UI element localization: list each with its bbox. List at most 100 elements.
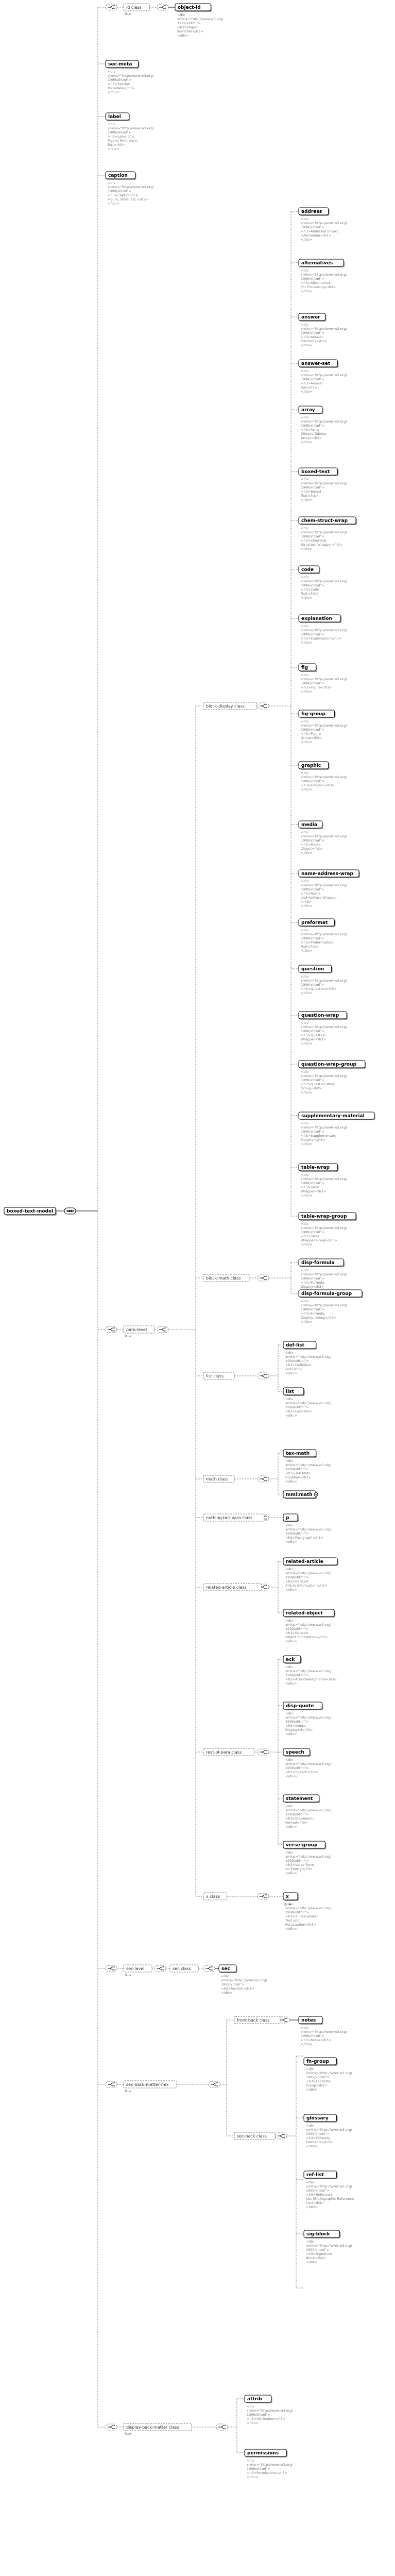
element-answer-set[interactable]: answer-set<divxmlns="http://www.w3.org/1… (298, 359, 347, 394)
element-tex-math[interactable]: tex-math<divxmlns="http://www.w3.org/199… (283, 1449, 332, 1484)
group-front-back-class[interactable]: front-back class (234, 2016, 281, 2024)
group-name: math class (206, 1477, 228, 1481)
element-related-article[interactable]: related-article<divxmlns="http://www.w3.… (283, 1557, 339, 1592)
group-block-display-class[interactable]: block-display class (203, 702, 257, 710)
element-documentation-line: xmlns="http://www.w3.org/ (221, 1978, 267, 1982)
element-alternatives[interactable]: alternatives<divxmlns="http://www.w3.org… (298, 259, 347, 293)
element-fn-group[interactable]: fn-group<divxmlns="http://www.w3.org/199… (303, 2057, 352, 2092)
element-x[interactable]: x<divxmlns="http://www.w3.org/1999/xhtml… (283, 1892, 332, 1931)
element-documentation-line: xmlns="http://www.w3.org/ (285, 1463, 332, 1467)
element-name: boxed-text (301, 469, 330, 475)
element-question-wrap[interactable]: question-wrap<divxmlns="http://www.w3.or… (298, 1011, 348, 1046)
element-documentation-line: </div> (301, 289, 313, 293)
element-question[interactable]: question<divxmlns="http://www.w3.org/199… (298, 965, 347, 995)
element-disp-quote[interactable]: disp-quote<divxmlns="http://www.w3.org/1… (283, 1702, 332, 1736)
element-label[interactable]: label<divxmlns="http://www.w3.org/1999/x… (105, 112, 154, 151)
element-code[interactable]: code<divxmlns="http://www.w3.org/1999/xh… (298, 565, 347, 600)
group-related-article-class[interactable]: related-article class (203, 1583, 262, 1591)
element-caption[interactable]: caption<divxmlns="http://www.w3.org/1999… (105, 171, 154, 206)
group-math-class[interactable]: math class (203, 1475, 235, 1483)
element-related-object[interactable]: related-object<divxmlns="http://www.w3.o… (283, 1609, 336, 1643)
group-sec-back-class[interactable]: sec-back class (234, 2132, 276, 2140)
element-boxed-text[interactable]: boxed-text<divxmlns="http://www.w3.org/1… (298, 467, 347, 502)
element-documentation-line: Metadata</h3> (108, 86, 134, 90)
element-documentation-line: <h3>Quote, (285, 1724, 306, 1728)
element-question-wrap-group[interactable]: question-wrap-group<divxmlns="http://www… (298, 1060, 366, 1095)
element-sig-block[interactable]: sig-block<divxmlns="http://www.w3.org/19… (303, 2230, 352, 2264)
element-documentation-line: <h3>Array (301, 428, 320, 432)
group-list-class[interactable]: list class (203, 1372, 235, 1380)
element-preformat[interactable]: preformat<divxmlns="http://www.w3.org/19… (298, 918, 347, 953)
element-ack[interactable]: ack<divxmlns="http://www.w3.org/1999/xht… (283, 1655, 337, 1686)
element-ref-list[interactable]: ref-list<divxmlns="http://www.w3.org/199… (303, 2170, 354, 2209)
element-documentation-line: Text and (285, 1918, 299, 1923)
element-documentation-line: </div> (301, 2042, 313, 2046)
element-disp-formula-group[interactable]: disp-formula-group<divxmlns="http://www.… (298, 1289, 363, 1324)
element-documentation-line: List</h3> (285, 1367, 302, 1371)
element-statement[interactable]: statement<divxmlns="http://www.w3.org/19… (283, 1794, 332, 1829)
element-documentation-line: </div> (301, 740, 313, 744)
element-documentation-line: List (Bibliographic Reference (306, 2197, 354, 2201)
choice-compositor (257, 702, 269, 710)
element-graphic[interactable]: graphic<divxmlns="http://www.w3.org/1999… (298, 761, 347, 792)
group-name: block-math class (206, 1276, 241, 1281)
element-verse-group[interactable]: verse-group<divxmlns="http://www.w3.org/… (283, 1841, 332, 1875)
element-address[interactable]: address<divxmlns="http://www.w3.org/1999… (298, 207, 347, 242)
group-x-class[interactable]: x class (203, 1892, 228, 1900)
choice-compositor (105, 1965, 117, 1972)
element-documentation-line: 1999/xhtml"> (301, 225, 324, 229)
element-array[interactable]: array<divxmlns="http://www.w3.org/1999/x… (298, 406, 347, 444)
element-table-wrap[interactable]: table-wrap<divxmlns="http://www.w3.org/1… (298, 1163, 347, 1198)
group-rest-of-para-class[interactable]: rest-of-para class (203, 1748, 254, 1756)
element-supplementary-material[interactable]: supplementary-material<divxmlns="http://… (298, 1112, 375, 1146)
element-documentation-line: xmlns="http://www.w3.org/ (285, 1571, 332, 1575)
element-documentation-line: <h3>Supplementary (301, 1134, 336, 1138)
group-block-math-class[interactable]: block-math class (203, 1274, 250, 1282)
element-def-list[interactable]: def-list<divxmlns="http://www.w3.org/199… (283, 1341, 332, 1375)
element-table-wrap-group[interactable]: table-wrap-group<divxmlns="http://www.w3… (298, 1212, 357, 1247)
element-documentation-line: 1999/xhtml"> (301, 887, 324, 891)
element-name: answer (301, 315, 320, 320)
group-sec-class[interactable]: sec class (169, 1964, 199, 1973)
element-sec-meta[interactable]: sec-meta<divxmlns="http://www.w3.org/199… (105, 60, 154, 94)
element-answer[interactable]: answer<divxmlns="http://www.w3.org/1999/… (298, 313, 347, 347)
element-documentation-line: <h3>Name (301, 891, 320, 896)
element-name: ack (286, 1657, 295, 1662)
element-documentation-line: 1999/xhtml"> (285, 1766, 309, 1770)
element-documentation-line: Structure Wrapper</h3> (301, 543, 342, 547)
element-disp-formula[interactable]: disp-formula<divxmlns="http://www.w3.org… (298, 1258, 347, 1293)
element-name: alternatives (301, 261, 333, 266)
element-fig[interactable]: fig<divxmlns="http://www.w3.org/1999/xht… (298, 663, 347, 694)
element-mml-math[interactable]: mml:math (283, 1490, 318, 1499)
element-chem-struct-wrap[interactable]: chem-struct-wrap<divxmlns="http://www.w3… (298, 516, 357, 551)
element-documentation-line: </div> (301, 498, 313, 502)
element-media[interactable]: media<divxmlns="http://www.w3.org/1999/x… (298, 820, 347, 855)
element-attrib[interactable]: attrib<divxmlns="http://www.w3.org/1999/… (244, 2395, 293, 2425)
element-name: statement (286, 1796, 313, 1801)
element-explanation[interactable]: explanation<divxmlns="http://www.w3.org/… (298, 614, 347, 645)
element-documentation-line: <div (301, 1299, 308, 1303)
element-documentation-line: <h3>Table (301, 1234, 319, 1238)
element-permissions[interactable]: permissions<divxmlns="http://www.w3.org/… (244, 2449, 293, 2479)
element-documentation-line: </div> (108, 201, 119, 206)
element-sec[interactable]: sec<divxmlns="http://www.w3.org/1999/xht… (218, 1964, 267, 1995)
group-nothing-but-para-class[interactable]: nothing-but-para class (203, 1513, 265, 1522)
element-documentation-line: <h3>Section</h3> (221, 1986, 254, 1991)
element-speech[interactable]: speech<divxmlns="http://www.w3.org/1999/… (283, 1748, 332, 1778)
element-p[interactable]: p<divxmlns="http://www.w3.org/1999/xhtml… (283, 1513, 332, 1544)
element-documentation-line: xmlns="http://www.w3.org/ (177, 17, 224, 21)
choice-compositor (105, 4, 117, 11)
root-element-boxed-text-model[interactable]: boxed-text-model (4, 1207, 57, 1216)
element-glossary[interactable]: glossary<divxmlns="http://www.w3.org/199… (303, 2114, 352, 2148)
element-name-address-wrap[interactable]: name-address-wrap<divxmlns="http://www.w… (298, 869, 360, 908)
element-list[interactable]: list<divxmlns="http://www.w3.org/1999/xh… (283, 1387, 332, 1418)
element-fig-group[interactable]: fig-group<divxmlns="http://www.w3.org/19… (298, 710, 347, 744)
element-notes[interactable]: notes<divxmlns="http://www.w3.org/1999/x… (298, 2016, 347, 2046)
element-object-id[interactable]: object-id<divxmlns="http://www.w3.org/19… (175, 3, 224, 38)
